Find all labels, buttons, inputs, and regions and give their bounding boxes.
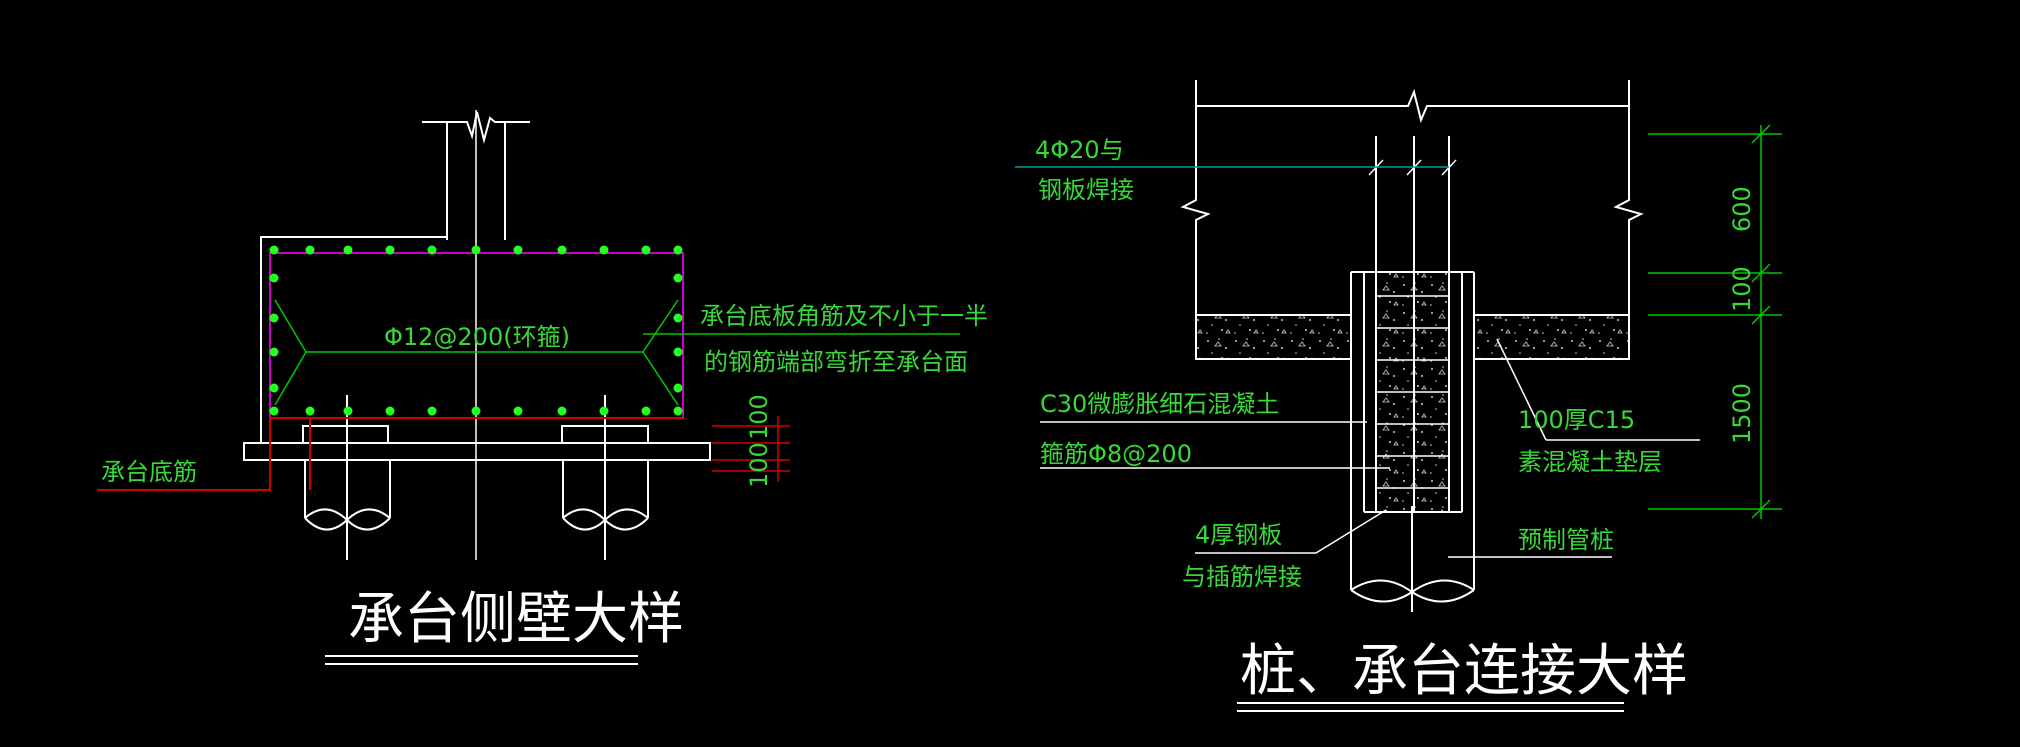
pile-cap-outline — [260, 236, 447, 443]
rebar-dot — [599, 406, 609, 416]
rebar-dot — [343, 406, 353, 416]
bottom-rebar-label: 承台底筋 — [101, 458, 197, 486]
rebar-dot — [641, 406, 651, 416]
rebar-dot — [557, 406, 567, 416]
rebar-dot — [305, 406, 315, 416]
plate-label-line2: 与插筋焊接 — [1182, 563, 1302, 591]
rebar-dot — [269, 383, 279, 393]
rebar-label-line2: 钢板焊接 — [1038, 176, 1134, 204]
cushion-label-line2: 素混凝土垫层 — [1518, 448, 1662, 476]
pile-shaft-right — [562, 395, 649, 560]
rebar-dot — [513, 245, 523, 255]
rebar-dot — [427, 245, 437, 255]
rebar-dot — [385, 245, 395, 255]
dim-600-label: 600 — [1728, 186, 1756, 232]
pile-cap-side-wall-detail: Φ12@200(环箍) 承台底板角筋及不小于一半 的钢筋端部弯折至承台面 承台底… — [97, 110, 988, 665]
rebar-dot — [513, 406, 523, 416]
cushion-layer — [243, 442, 711, 461]
rebar-dot — [673, 347, 683, 357]
side-note-line2: 的钢筋端部弯折至承台面 — [704, 348, 968, 376]
bottom-rebar-leader — [97, 417, 683, 491]
pile-head-left — [302, 425, 389, 444]
cushion-layer-left — [1195, 314, 1352, 360]
plate-label-line1: 4厚钢板 — [1195, 521, 1282, 549]
left-detail-title: 承台侧壁大样 — [348, 587, 684, 652]
bent-bar-lines — [274, 299, 679, 406]
rebar-dot — [427, 406, 437, 416]
rebar-dot — [673, 383, 683, 393]
dim-top-label: 100 — [745, 394, 773, 440]
dim-1500-label: 1500 — [1728, 383, 1756, 444]
cushion-layer-right — [1473, 314, 1630, 360]
dim-100-label: 100 — [1728, 266, 1756, 312]
rebar-dot — [673, 245, 683, 255]
rebar-dot — [471, 245, 481, 255]
side-note-line1: 承台底板角筋及不小于一半 — [700, 302, 988, 330]
rebar-dot — [385, 406, 395, 416]
concrete-label: C30微膨胀细石混凝土 — [1040, 390, 1279, 418]
rebar-dot — [641, 245, 651, 255]
rebar-dot — [673, 313, 683, 323]
rebar-dot — [269, 347, 279, 357]
label-leaders — [1040, 338, 1700, 558]
stirrup-ticks — [1376, 295, 1449, 489]
rebar-dot — [673, 406, 683, 416]
rebar-dot — [557, 245, 567, 255]
right-dimension-lines — [1648, 124, 1782, 519]
right-detail-title: 桩、承台连接大样 — [1240, 639, 1688, 704]
rebar-dot — [269, 245, 279, 255]
rebar-label-line1: 4Φ20与 — [1035, 136, 1124, 164]
rebar-dot — [269, 273, 279, 283]
dim-bottom-label: 100 — [745, 442, 773, 488]
rebar-dot — [673, 273, 683, 283]
rebar-dot — [471, 406, 481, 416]
rebar-dot — [343, 245, 353, 255]
column-stub — [422, 111, 530, 240]
rebar-dot — [599, 245, 609, 255]
pile-shaft-left — [304, 395, 391, 560]
rebar-dot — [269, 313, 279, 323]
stirrup-label-right: 箍筋Φ8@200 — [1040, 440, 1192, 468]
rebar-dots — [269, 245, 683, 416]
left-dimension-marks — [712, 416, 790, 482]
rebar-dot — [305, 245, 315, 255]
pile-cap-connection-detail: 4Φ20与 钢板焊接 C30微膨胀细石混凝土 箍筋Φ8@200 4厚钢板 与插筋… — [1015, 80, 1782, 712]
cushion-label-line1: 100厚C15 — [1518, 406, 1635, 434]
pile-and-rebars — [1350, 136, 1475, 612]
stirrup-label: Φ12@200(环箍) — [384, 323, 570, 351]
pile-label: 预制管桩 — [1518, 526, 1614, 554]
rebar-dot — [269, 406, 279, 416]
